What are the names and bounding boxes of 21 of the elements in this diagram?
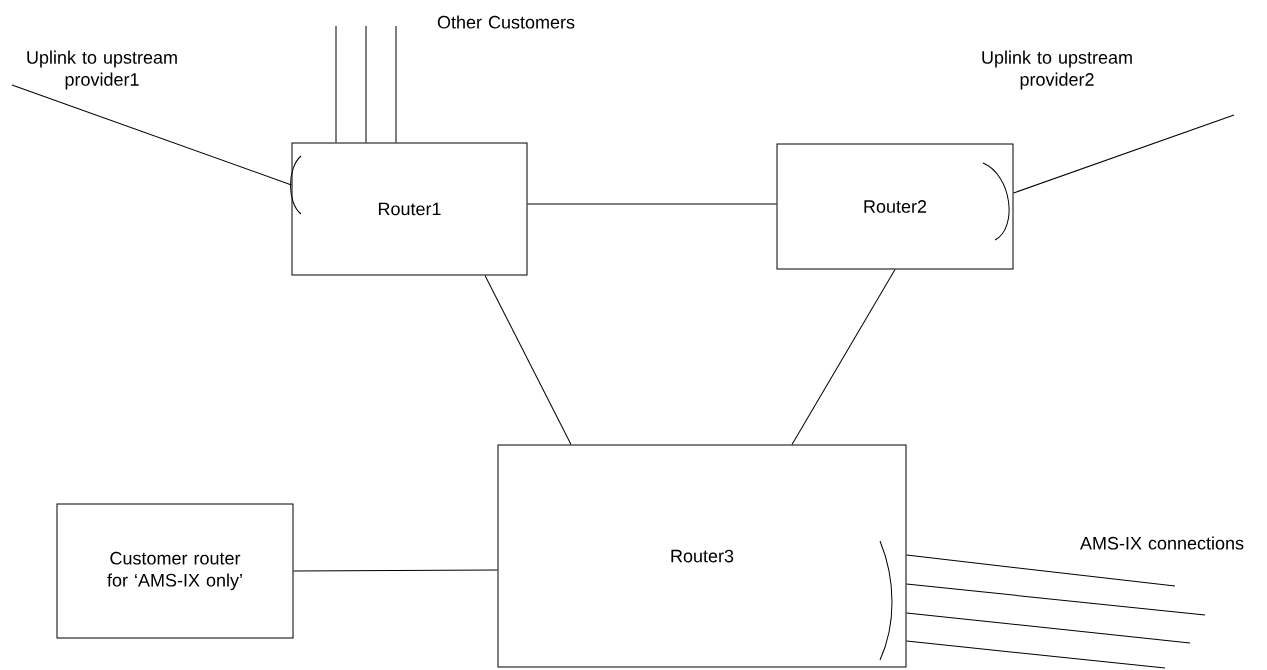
router-box: Router1 bbox=[291, 142, 528, 276]
link-label: Other Customers bbox=[437, 15, 575, 29]
link-line bbox=[527, 203, 777, 205]
link-line bbox=[1013, 114, 1235, 194]
link-line bbox=[906, 583, 1206, 616]
link-label: AMS-IX connections bbox=[1080, 536, 1244, 550]
link-line bbox=[906, 612, 1191, 644]
router-box: Customer router for ‘AMS-IX only’ bbox=[56, 503, 294, 639]
router-box: Router3 bbox=[497, 444, 907, 668]
link-line bbox=[11, 84, 292, 186]
link-line bbox=[365, 25, 367, 143]
link-line bbox=[335, 25, 337, 143]
link-label: Uplink to upstream provider1 bbox=[27, 50, 177, 90]
link-line bbox=[395, 25, 397, 143]
link-line bbox=[293, 569, 498, 572]
link-line bbox=[906, 554, 1176, 587]
router-box: Router2 bbox=[776, 143, 1014, 270]
link-label: Uplink to upstream provider2 bbox=[982, 50, 1132, 90]
link-line bbox=[791, 269, 896, 445]
link-line bbox=[906, 640, 1166, 669]
link-line bbox=[484, 275, 572, 445]
